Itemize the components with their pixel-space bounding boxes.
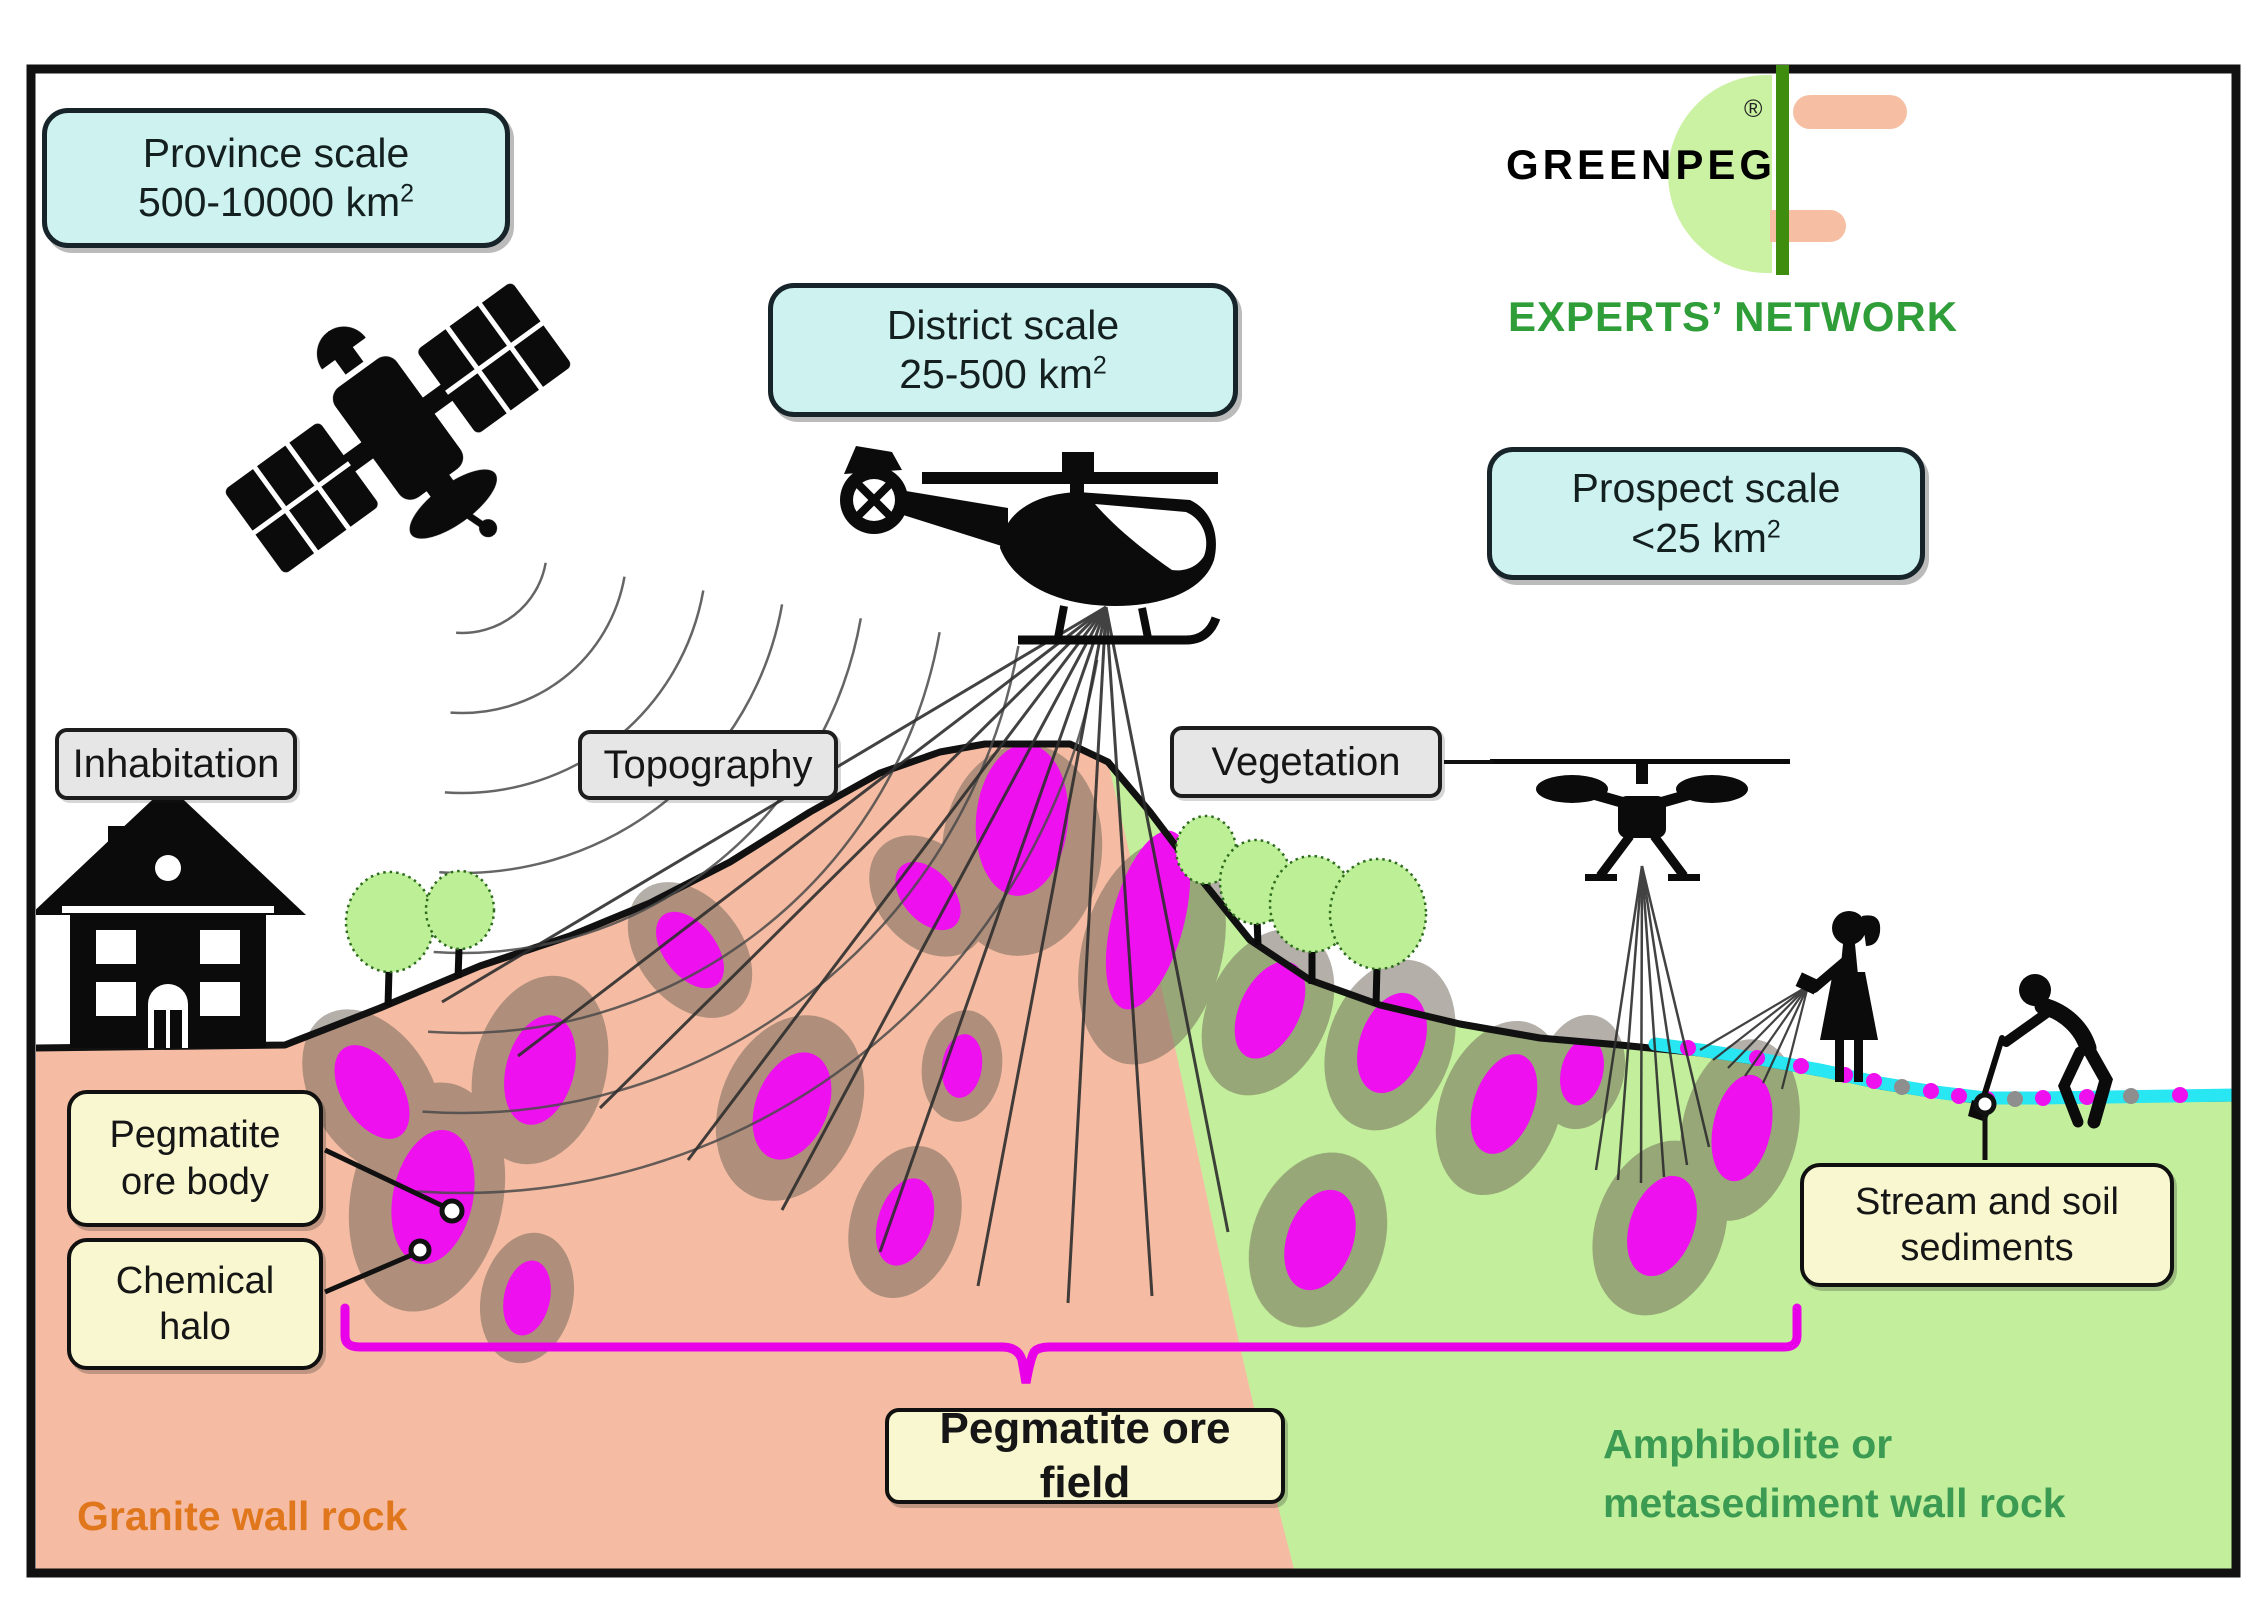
- diagram-frame: [26, 64, 2241, 1578]
- province-scale-title: Province scale: [142, 129, 410, 176]
- house-icon: [36, 785, 306, 1048]
- sampling-scan-lines-icon: [1699, 985, 1810, 1090]
- ore-body-ellipse: [334, 744, 1773, 1336]
- pegmatite-ore-body-label: Pegmatite ore body: [67, 1090, 323, 1227]
- stream-soil-sediments-label: Stream and soil sediments: [1800, 1163, 2174, 1287]
- pegmatite-ore-field-label: Pegmatite ore field: [885, 1404, 1285, 1507]
- radar-waves-icon: [416, 562, 1099, 1195]
- registered-trademark-icon: ®: [1744, 95, 1763, 123]
- amphibolite-wall-rock-label: Amphibolite or metasediment wall rock: [1603, 1421, 2066, 1527]
- pegmatite-ore-field-ellipses: [302, 744, 1800, 1364]
- granite-wall-rock-label: Granite wall rock: [77, 1493, 408, 1539]
- vegetation-label: Vegetation: [1170, 726, 1442, 798]
- province-scale-box: Province scale 500-10000 km2: [42, 108, 510, 248]
- logo-brand-text: GREENPEG: [1506, 141, 1777, 188]
- province-scale-area: 500-10000 km2: [137, 179, 415, 225]
- satellite-icon: [225, 283, 571, 573]
- district-scale-area: 25-500 km2: [899, 351, 1107, 397]
- district-scale-title: District scale: [886, 301, 1120, 348]
- prospect-scale-title: Prospect scale: [1571, 465, 1841, 512]
- ore-field-brace: [340, 1303, 1802, 1384]
- tree-icon: [344, 814, 1428, 1007]
- heli-scan-lines-icon: [441, 605, 1230, 1304]
- helicopter-icon: [840, 446, 1221, 645]
- topography-label: Topography: [578, 730, 838, 800]
- prospect-scale-area: <25 km2: [1631, 514, 1781, 561]
- chemical-halo-label: Chemical halo: [67, 1238, 323, 1370]
- drone-scan-lines-icon: [1594, 865, 1711, 1184]
- leader-lines: [323, 1092, 1997, 1295]
- logo-bar-icon: [1776, 65, 1789, 275]
- experts-network-text: EXPERTS’ NETWORK: [1508, 293, 1959, 340]
- inhabitation-label: Inhabitation: [55, 728, 297, 800]
- drone-icon: [1490, 759, 1790, 881]
- greenpeg-logo: ® GREENPEG EXPERTS’ NETWORK: [1488, 55, 1958, 375]
- district-scale-box: District scale 25-500 km2: [768, 283, 1238, 417]
- person-sampling-icon: [1795, 911, 1881, 1082]
- prospect-scale-box: Prospect scale <25 km2: [1487, 447, 1925, 580]
- logo-prong-top-icon: [1793, 95, 1907, 129]
